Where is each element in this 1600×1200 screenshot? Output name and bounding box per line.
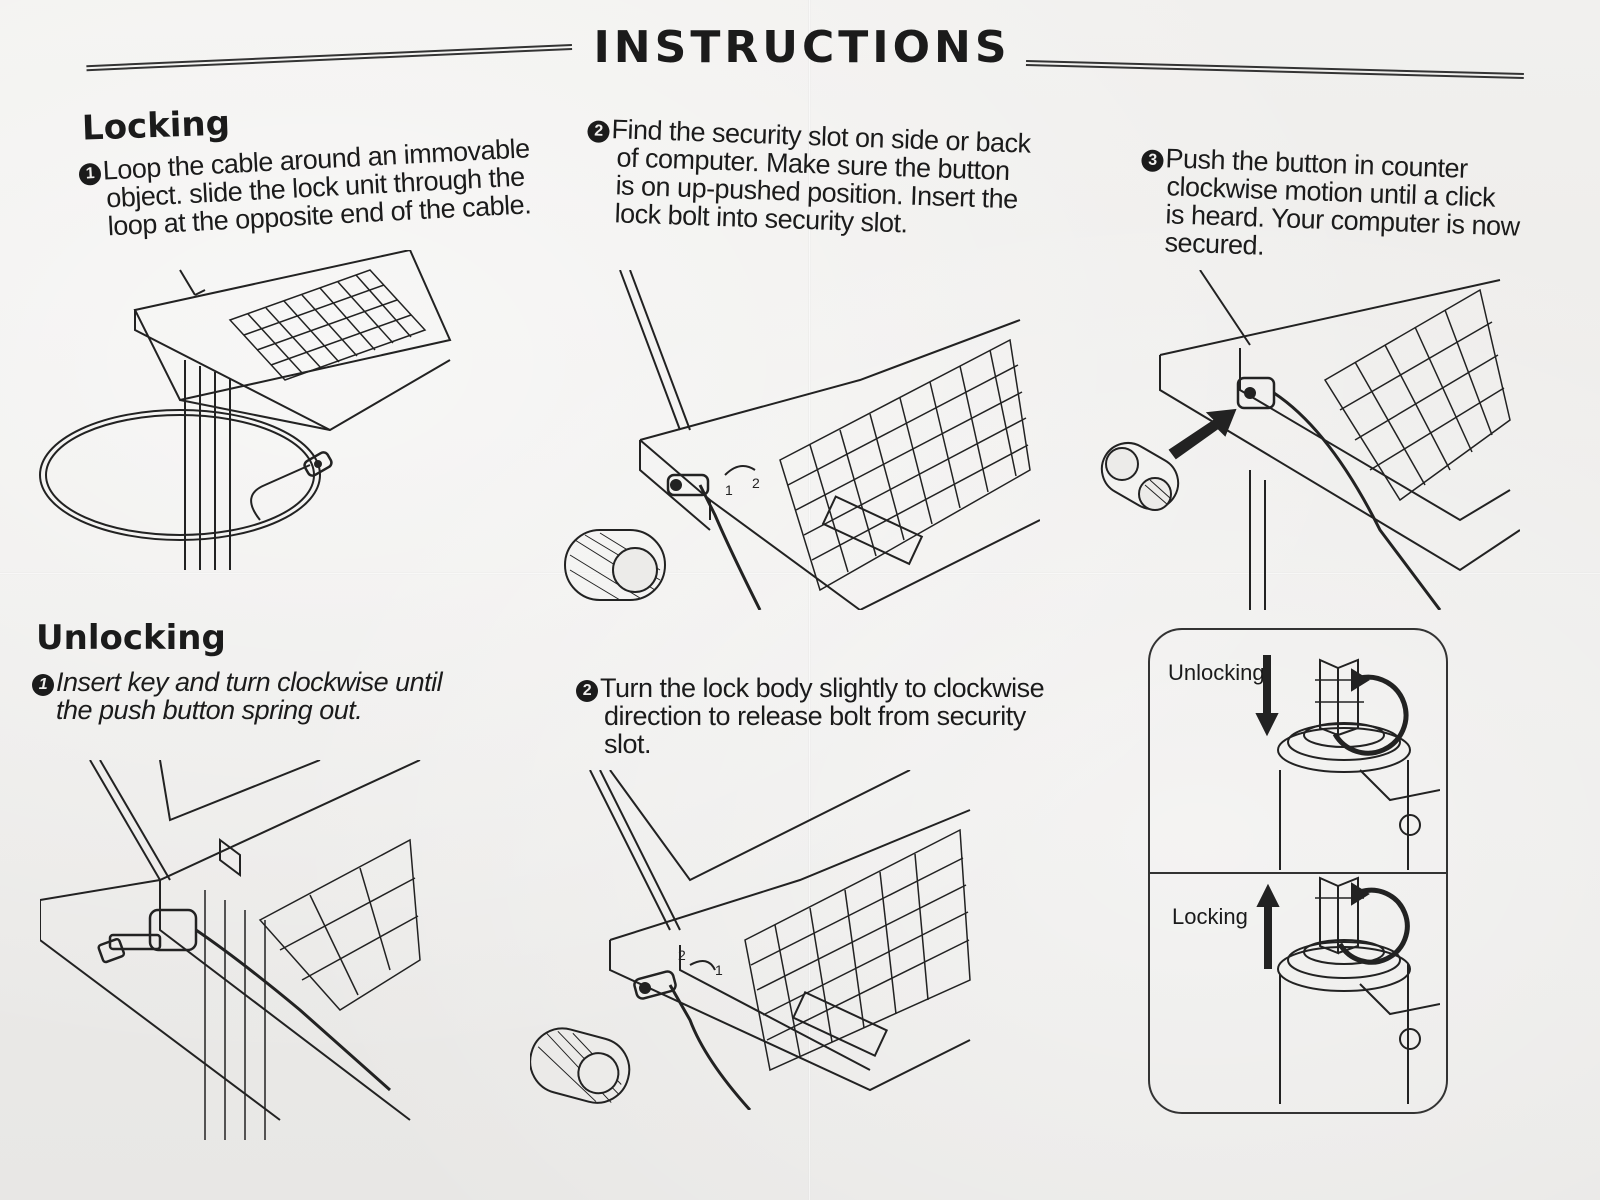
paper-fold-horizontal: [0, 572, 1600, 575]
step-line: Turn the lock body slightly to clockwise: [600, 673, 1045, 703]
push-arrow-icon: [1168, 408, 1237, 460]
diagram-number: 2: [752, 475, 760, 491]
illustration-locking-step-1: [39, 250, 452, 570]
rotate-clockwise-icon: [1332, 674, 1409, 756]
step-line: slot.: [604, 729, 652, 759]
detail-label-locking: Locking: [1172, 904, 1248, 929]
keyboard-keys: [258, 838, 421, 1011]
step-number-badge: 2: [576, 680, 598, 702]
button-detail-icon: [1100, 442, 1180, 511]
arrow-up-icon: [1256, 883, 1280, 969]
step-number-badge: 2: [587, 120, 610, 144]
lock-head-icon: [633, 970, 677, 1000]
rotate-clockwise-icon: [1337, 887, 1410, 965]
lock-head-icon: [666, 473, 710, 497]
detail-panel-divider: [1150, 872, 1446, 874]
step-number-badge: 1: [78, 162, 102, 186]
step-line: direction to release bolt from security: [604, 701, 1026, 731]
page-title: INSTRUCTIONS: [593, 22, 1011, 73]
security-slot-detail-icon: [530, 1027, 631, 1104]
detail-panel: [1148, 628, 1448, 1114]
step-number-badge: 1: [32, 674, 54, 696]
detail-label-unlocking: Unlocking: [1168, 660, 1265, 685]
button-unlocking-detail: [1255, 655, 1440, 870]
diagram-number: 2: [678, 947, 686, 963]
step-line: Insert key and turn clockwise until: [56, 667, 443, 697]
lock-unit-icon: [303, 451, 333, 477]
security-slot-detail-icon: [564, 529, 666, 601]
illustration-unlocking-step-2: 2 1: [530, 770, 971, 1110]
step-line: the push button spring out.: [56, 695, 363, 725]
arrow-down-icon: [1255, 655, 1279, 737]
keyboard-keys: [779, 338, 1031, 592]
rotate-arrow-icon: [689, 960, 716, 971]
button-locking-detail: [1256, 876, 1440, 1104]
illustration-unlocking-step-1: [40, 760, 421, 1140]
locking-heading: Locking: [81, 103, 231, 149]
cable-loop: [39, 409, 321, 541]
diagram-number: 1: [725, 482, 733, 498]
keyboard-keys: [228, 269, 427, 381]
unlocking-heading: Unlocking: [36, 618, 226, 658]
rotate-arrow-icon: [724, 465, 756, 476]
illustration-locking-step-2: 1 2: [564, 270, 1040, 610]
keyboard-keys: [1323, 288, 1511, 502]
lock-with-key-icon: [97, 908, 198, 964]
keyboard-keys: [744, 828, 971, 1072]
illustration-locking-step-3: [1100, 270, 1520, 610]
diagram-number: 1: [715, 962, 723, 978]
paper-fold-vertical: [808, 0, 811, 1200]
step-number-badge: 3: [1141, 149, 1164, 173]
